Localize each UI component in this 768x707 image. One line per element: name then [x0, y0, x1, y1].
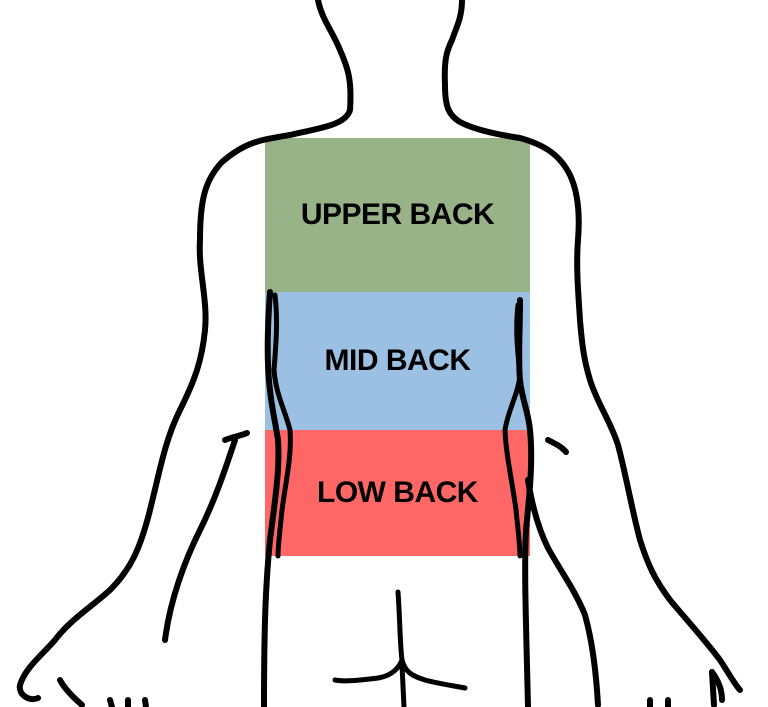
region-low-back — [265, 430, 530, 556]
region-mid-back — [265, 292, 530, 430]
region-upper-back — [265, 138, 530, 292]
